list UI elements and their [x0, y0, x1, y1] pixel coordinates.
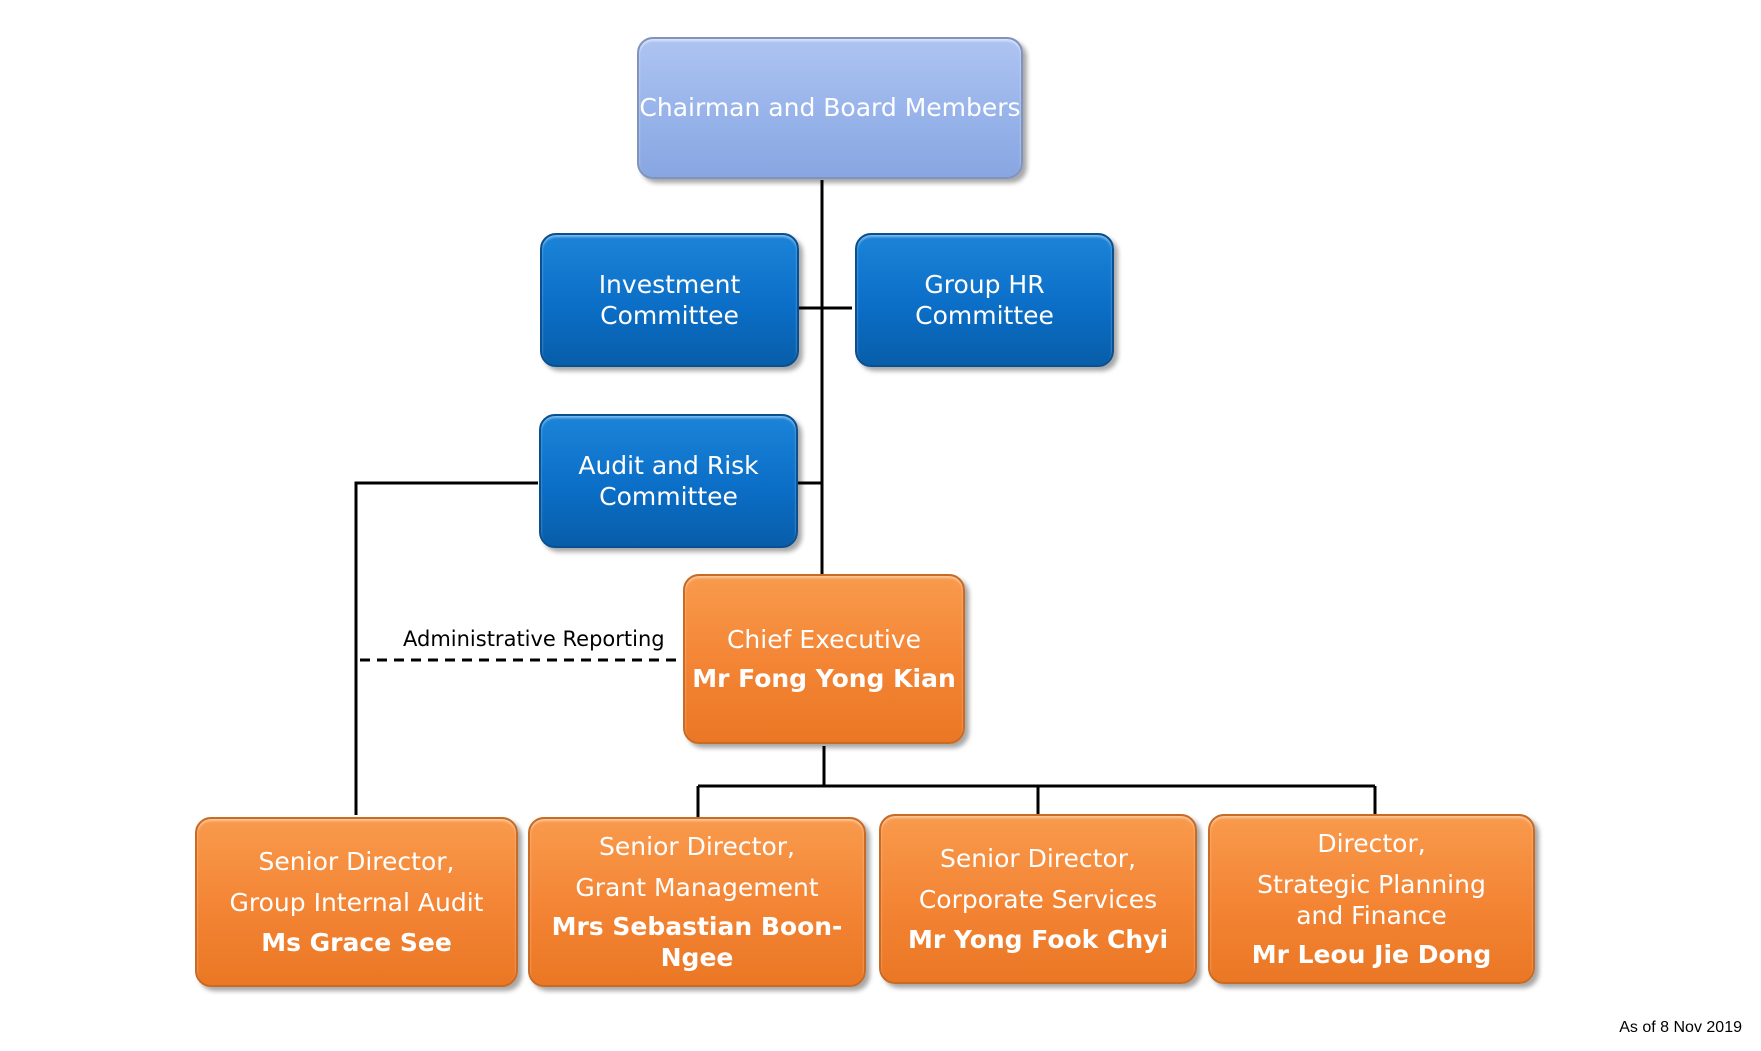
director-name: Ms Grace See: [261, 927, 452, 957]
director-unit: Group Internal Audit: [229, 888, 484, 918]
director-unit: Corporate Services: [918, 885, 1158, 915]
audit-risk-committee-line1: Audit and Risk: [578, 450, 759, 480]
chief-executive-role: Chief Executive: [726, 624, 922, 654]
director-name: Mr Leou Jie Dong: [1251, 940, 1492, 970]
director-role: Director,: [1317, 828, 1426, 858]
investment-committee-box: Investment Committee: [540, 233, 799, 367]
director-role: Senior Director,: [258, 847, 455, 877]
group-hr-committee-line2: Committee: [915, 301, 1054, 330]
audit-to-internal-audit-connector: [354, 481, 538, 815]
director-box-strategic-planning: Director, Strategic Planning and Finance…: [1208, 814, 1535, 984]
audit-risk-committee-box: Audit and Risk Committee: [539, 414, 798, 548]
director-box-internal-audit: Senior Director, Group Internal Audit Ms…: [195, 817, 518, 987]
audit-risk-committee-line2: Committee: [599, 482, 738, 511]
board-box: Chairman and Board Members: [637, 37, 1023, 179]
director-name: Mrs Sebastian Boon-Ngee: [551, 912, 843, 973]
chief-executive-name: Mr Fong Yong Kian: [692, 664, 956, 693]
director-unit: Strategic Planning and Finance: [1257, 869, 1486, 930]
director-unit: Grant Management: [575, 872, 819, 902]
admin-reporting-label: Administrative Reporting: [403, 627, 665, 651]
investment-committee-line1: Investment: [598, 269, 741, 299]
board-label: Chairman and Board Members: [639, 93, 1021, 123]
director-role: Senior Director,: [599, 831, 795, 861]
director-name: Mr Yong Fook Chyi: [907, 924, 1169, 954]
director-role: Senior Director,: [940, 844, 1136, 874]
chief-executive-box: Chief Executive Mr Fong Yong Kian: [683, 574, 965, 744]
group-hr-committee-box: Group HR Committee: [855, 233, 1114, 367]
as-of-note: As of 8 Nov 2019: [1619, 1019, 1742, 1036]
director-box-corporate-services: Senior Director, Corporate Services Mr Y…: [879, 814, 1197, 984]
director-box-grant-management: Senior Director, Grant Management Mrs Se…: [528, 817, 866, 987]
group-hr-committee-line1: Group HR: [924, 269, 1045, 299]
investment-committee-line2: Committee: [600, 301, 739, 330]
